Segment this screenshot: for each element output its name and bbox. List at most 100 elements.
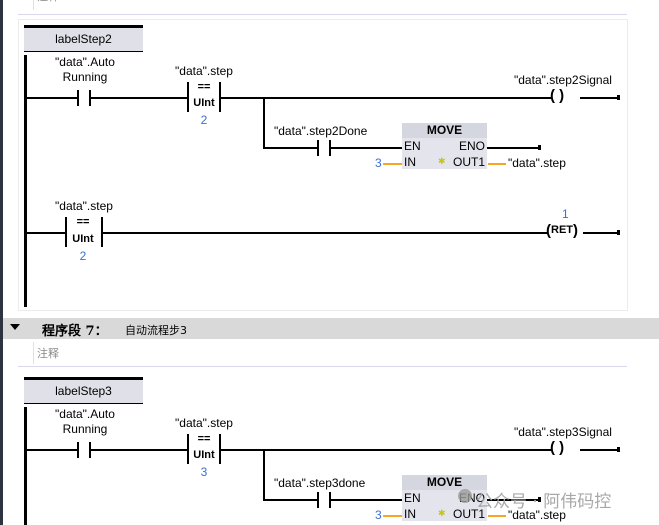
move-en-pin: EN (404, 139, 421, 153)
contact-tag-line2: Running (62, 422, 108, 436)
no-contact-icon[interactable] (77, 90, 79, 106)
move-title: MOVE (402, 475, 487, 490)
no-contact-icon[interactable] (329, 492, 331, 508)
contact-tag-line2: Running (62, 70, 108, 84)
wire (221, 97, 551, 99)
coil-tag: "data".step2Signal (514, 73, 612, 87)
coil-icon[interactable]: ( ) (550, 439, 565, 456)
compare-operator[interactable]: == (197, 433, 211, 445)
comment-placeholder[interactable]: 注释 (37, 347, 59, 360)
wire (27, 97, 77, 99)
rung-end (617, 447, 620, 452)
power-rail (24, 407, 27, 525)
jump-label: labelStep3 (55, 384, 112, 398)
comment-divider (33, 0, 34, 10)
power-rail (24, 55, 27, 307)
left-panel-edge (0, 0, 3, 525)
move-out-pin: OUT1 (452, 507, 485, 521)
move-eno-pin: ENO (458, 139, 485, 153)
watermark-logo-icon (458, 489, 472, 503)
no-contact-icon[interactable] (329, 140, 331, 156)
compare-operator[interactable]: == (76, 216, 90, 228)
ret-value[interactable]: 1 (562, 207, 569, 221)
rung-end (538, 497, 541, 502)
wire (487, 147, 539, 149)
ret-coil-icon[interactable]: (RET) (546, 222, 578, 239)
comment-underline (18, 14, 627, 15)
network-6-rung-area[interactable] (18, 19, 628, 311)
compare-tag: "data".step (175, 64, 233, 78)
compare-value[interactable]: 2 (200, 113, 208, 127)
wire (331, 499, 403, 501)
move-out-tag[interactable]: "data".step (508, 156, 566, 170)
wire (103, 232, 548, 234)
compare-value[interactable]: 2 (79, 249, 87, 263)
move-in-pin: IN (404, 155, 416, 169)
rung-end (617, 230, 620, 235)
move-en-pin: EN (404, 491, 421, 505)
compare-type[interactable]: UInt (193, 97, 215, 109)
compare-bar-left (187, 434, 189, 464)
compare-type[interactable]: UInt (193, 449, 215, 461)
wire (580, 449, 618, 451)
no-contact-icon[interactable] (317, 140, 319, 156)
wire (27, 449, 77, 451)
compare-bar-left (187, 82, 189, 112)
network-subtitle[interactable]: 自动流程步3 (125, 324, 187, 337)
compare-bar-right (219, 434, 221, 464)
collapse-arrow-icon[interactable] (10, 324, 20, 330)
wire (221, 449, 551, 451)
wire (331, 147, 403, 149)
compare-value[interactable]: 3 (200, 465, 208, 479)
wire (91, 449, 187, 451)
wire (487, 499, 539, 501)
network-7-header[interactable]: 程序段 7： 自动流程步3 (3, 318, 659, 339)
coil-tag: "data".step3Signal (514, 425, 612, 439)
branch-contact-tag: "data".step2Done (274, 124, 368, 138)
wire (583, 232, 618, 234)
no-contact-icon[interactable] (89, 90, 91, 106)
move-in-pin: IN (404, 507, 416, 521)
compare-bar-right (101, 217, 103, 247)
move-out-tag[interactable]: "data".step (508, 508, 566, 522)
jump-label: labelStep2 (55, 32, 112, 46)
comment-divider (33, 342, 34, 364)
jump-label-box[interactable]: labelStep2 (24, 25, 143, 52)
add-output-icon[interactable]: ✱ (438, 157, 446, 167)
output-wire (488, 163, 506, 165)
ret-label: RET (551, 224, 573, 236)
branch-wire (263, 449, 265, 501)
compare-tag: "data".step (55, 199, 113, 213)
network-7-comment-row[interactable]: 注释 (3, 340, 659, 366)
network-6-comment-row[interactable]: 注释 (3, 0, 659, 12)
move-block[interactable]: MOVE EN ENO IN ✱ OUT1 (402, 475, 487, 521)
compare-operator[interactable]: == (197, 81, 211, 93)
move-block[interactable]: MOVE EN ENO IN ✱ OUT1 (402, 123, 487, 169)
wire (263, 499, 317, 501)
comment-underline (18, 366, 627, 367)
no-contact-icon[interactable] (77, 442, 79, 458)
input-wire (383, 515, 402, 517)
move-in-value[interactable]: 3 (375, 156, 382, 170)
add-output-icon[interactable]: ✱ (438, 509, 446, 519)
contact-tag-line1: "data".Auto (55, 55, 115, 69)
wire (263, 147, 317, 149)
wire (91, 97, 187, 99)
comment-placeholder[interactable]: 注释 (37, 0, 59, 4)
branch-wire (263, 97, 265, 149)
rung-end (617, 95, 620, 100)
input-wire (383, 163, 402, 165)
compare-type[interactable]: UInt (72, 233, 94, 245)
no-contact-icon[interactable] (317, 492, 319, 508)
coil-icon[interactable]: ( ) (550, 87, 565, 104)
watermark-text: 公众号 · 阿伟码控 (476, 492, 612, 512)
rung-end (538, 145, 541, 150)
move-out-pin: OUT1 (452, 155, 485, 169)
network-title: 程序段 7： (42, 324, 108, 339)
move-in-value[interactable]: 3 (375, 508, 382, 522)
jump-label-box[interactable]: labelStep3 (24, 377, 143, 404)
no-contact-icon[interactable] (89, 442, 91, 458)
output-wire (488, 515, 506, 517)
compare-bar-left (65, 217, 67, 247)
wire (580, 97, 618, 99)
